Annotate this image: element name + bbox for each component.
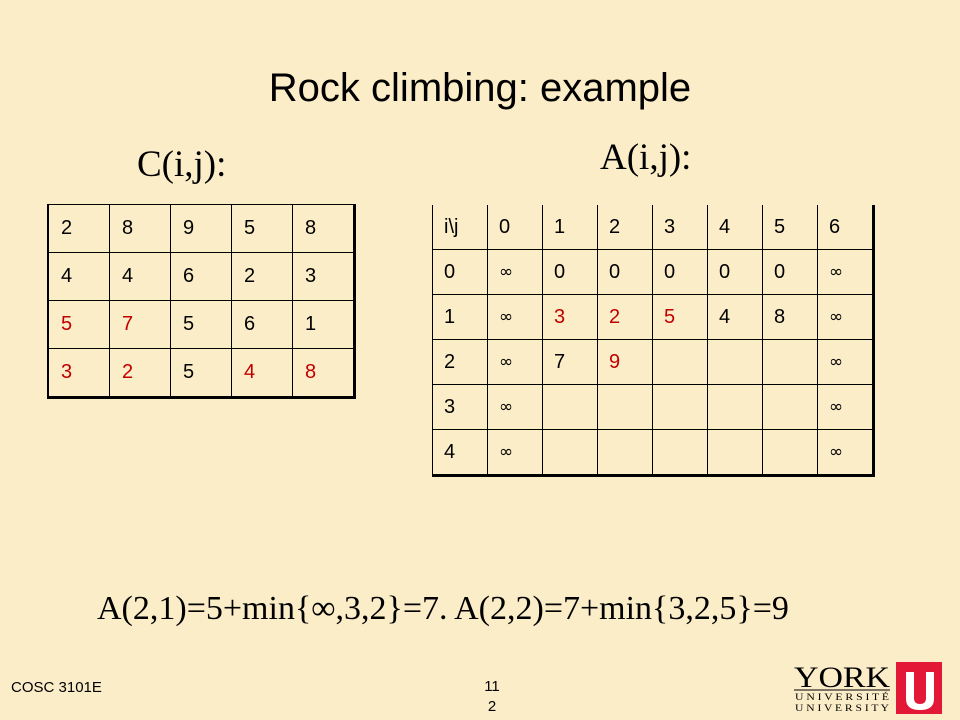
page-number-line2: 2 — [487, 698, 497, 715]
grid-cell: 5 — [170, 300, 232, 349]
grid-cell — [542, 384, 598, 430]
grid-cell — [652, 384, 708, 430]
column-header: i\j — [432, 205, 488, 250]
grid-cell — [707, 429, 763, 477]
grid-cell: 1 — [292, 300, 356, 349]
grid-cell: ∞ — [487, 429, 543, 477]
grid-cell: 5 — [170, 348, 232, 399]
logo-word: YORK — [794, 661, 890, 694]
column-header: 6 — [817, 205, 875, 250]
grid-cell: 3 — [542, 294, 598, 340]
grid-cell: 3 — [47, 348, 110, 399]
grid-cell: 8 — [109, 204, 171, 253]
grid-cell: 2 — [597, 294, 653, 340]
grid-cell — [652, 339, 708, 385]
grid-cell: ∞ — [817, 294, 875, 340]
grid-cell: 2 — [47, 204, 110, 253]
grid-cell: 8 — [292, 348, 356, 399]
grid-cell: 0 — [542, 249, 598, 295]
grid-cell: 9 — [597, 339, 653, 385]
grid-cell: 0 — [707, 249, 763, 295]
grid-cell: 2 — [432, 339, 488, 385]
grid-cell — [542, 429, 598, 477]
grid-cell: 4 — [432, 429, 488, 477]
grid-cell: 4 — [109, 252, 171, 301]
grid-cell: 0 — [652, 249, 708, 295]
grid-cell: 5 — [652, 294, 708, 340]
grid-cell: 6 — [170, 252, 232, 301]
grid-cell: 2 — [231, 252, 293, 301]
grid-cell: ∞ — [487, 384, 543, 430]
page-number-line1: 11 — [484, 678, 500, 695]
grid-cell — [762, 429, 818, 477]
grid-cell: 0 — [432, 249, 488, 295]
table-row: 4∞∞ — [432, 429, 875, 477]
grid-cell — [597, 429, 653, 477]
grid-cell: 6 — [231, 300, 293, 349]
grid-cell — [652, 429, 708, 477]
york-university-logo: YORK U N I V E R S I T É U N I V E R S I… — [794, 661, 942, 714]
column-header: 3 — [652, 205, 708, 250]
grid-cell — [597, 384, 653, 430]
grid-cell: 1 — [432, 294, 488, 340]
slide-title: Rock climbing: example — [268, 66, 692, 110]
grid-cell: ∞ — [817, 384, 875, 430]
column-header: 0 — [487, 205, 543, 250]
column-header: 1 — [542, 205, 598, 250]
column-header: 2 — [597, 205, 653, 250]
a-table-label: A(i,j): — [600, 137, 692, 178]
grid-cell — [707, 339, 763, 385]
grid-cell: 8 — [762, 294, 818, 340]
formula: A(2,1)=5+min{∞,3,2}=7. A(2,2)=7+min{3,2,… — [97, 590, 789, 627]
grid-cell: ∞ — [817, 339, 875, 385]
grid-cell: 2 — [109, 348, 171, 399]
grid-cell: 0 — [762, 249, 818, 295]
grid-cell: ∞ — [487, 339, 543, 385]
grid-cell: 0 — [597, 249, 653, 295]
logo-line1: U N I V E R S I T É — [795, 692, 890, 702]
grid-cell: 3 — [432, 384, 488, 430]
grid-cell: 8 — [292, 204, 356, 253]
column-header: 4 — [707, 205, 763, 250]
course-code: COSC 3101E — [11, 679, 102, 696]
c-table-label: C(i,j): — [137, 144, 227, 185]
grid-cell: ∞ — [487, 249, 543, 295]
grid-cell: 5 — [47, 300, 110, 349]
grid-cell — [762, 384, 818, 430]
grid-cell: 5 — [231, 204, 293, 253]
grid-cell: 9 — [170, 204, 232, 253]
grid-cell: 7 — [109, 300, 171, 349]
grid-cell: 7 — [542, 339, 598, 385]
column-header: 5 — [762, 205, 818, 250]
grid-cell — [707, 384, 763, 430]
grid-cell: ∞ — [487, 294, 543, 340]
grid-cell: 3 — [292, 252, 356, 301]
grid-cell: ∞ — [817, 429, 875, 477]
grid-cell — [762, 339, 818, 385]
grid-cell: 4 — [47, 252, 110, 301]
grid-cell: 4 — [707, 294, 763, 340]
table-row: 3∞∞ — [432, 384, 875, 430]
grid-cell: ∞ — [817, 249, 875, 295]
grid-cell: 4 — [231, 348, 293, 399]
page-number: 11 2 — [481, 677, 503, 717]
logo-line2: U N I V E R S I T Y — [795, 703, 890, 713]
